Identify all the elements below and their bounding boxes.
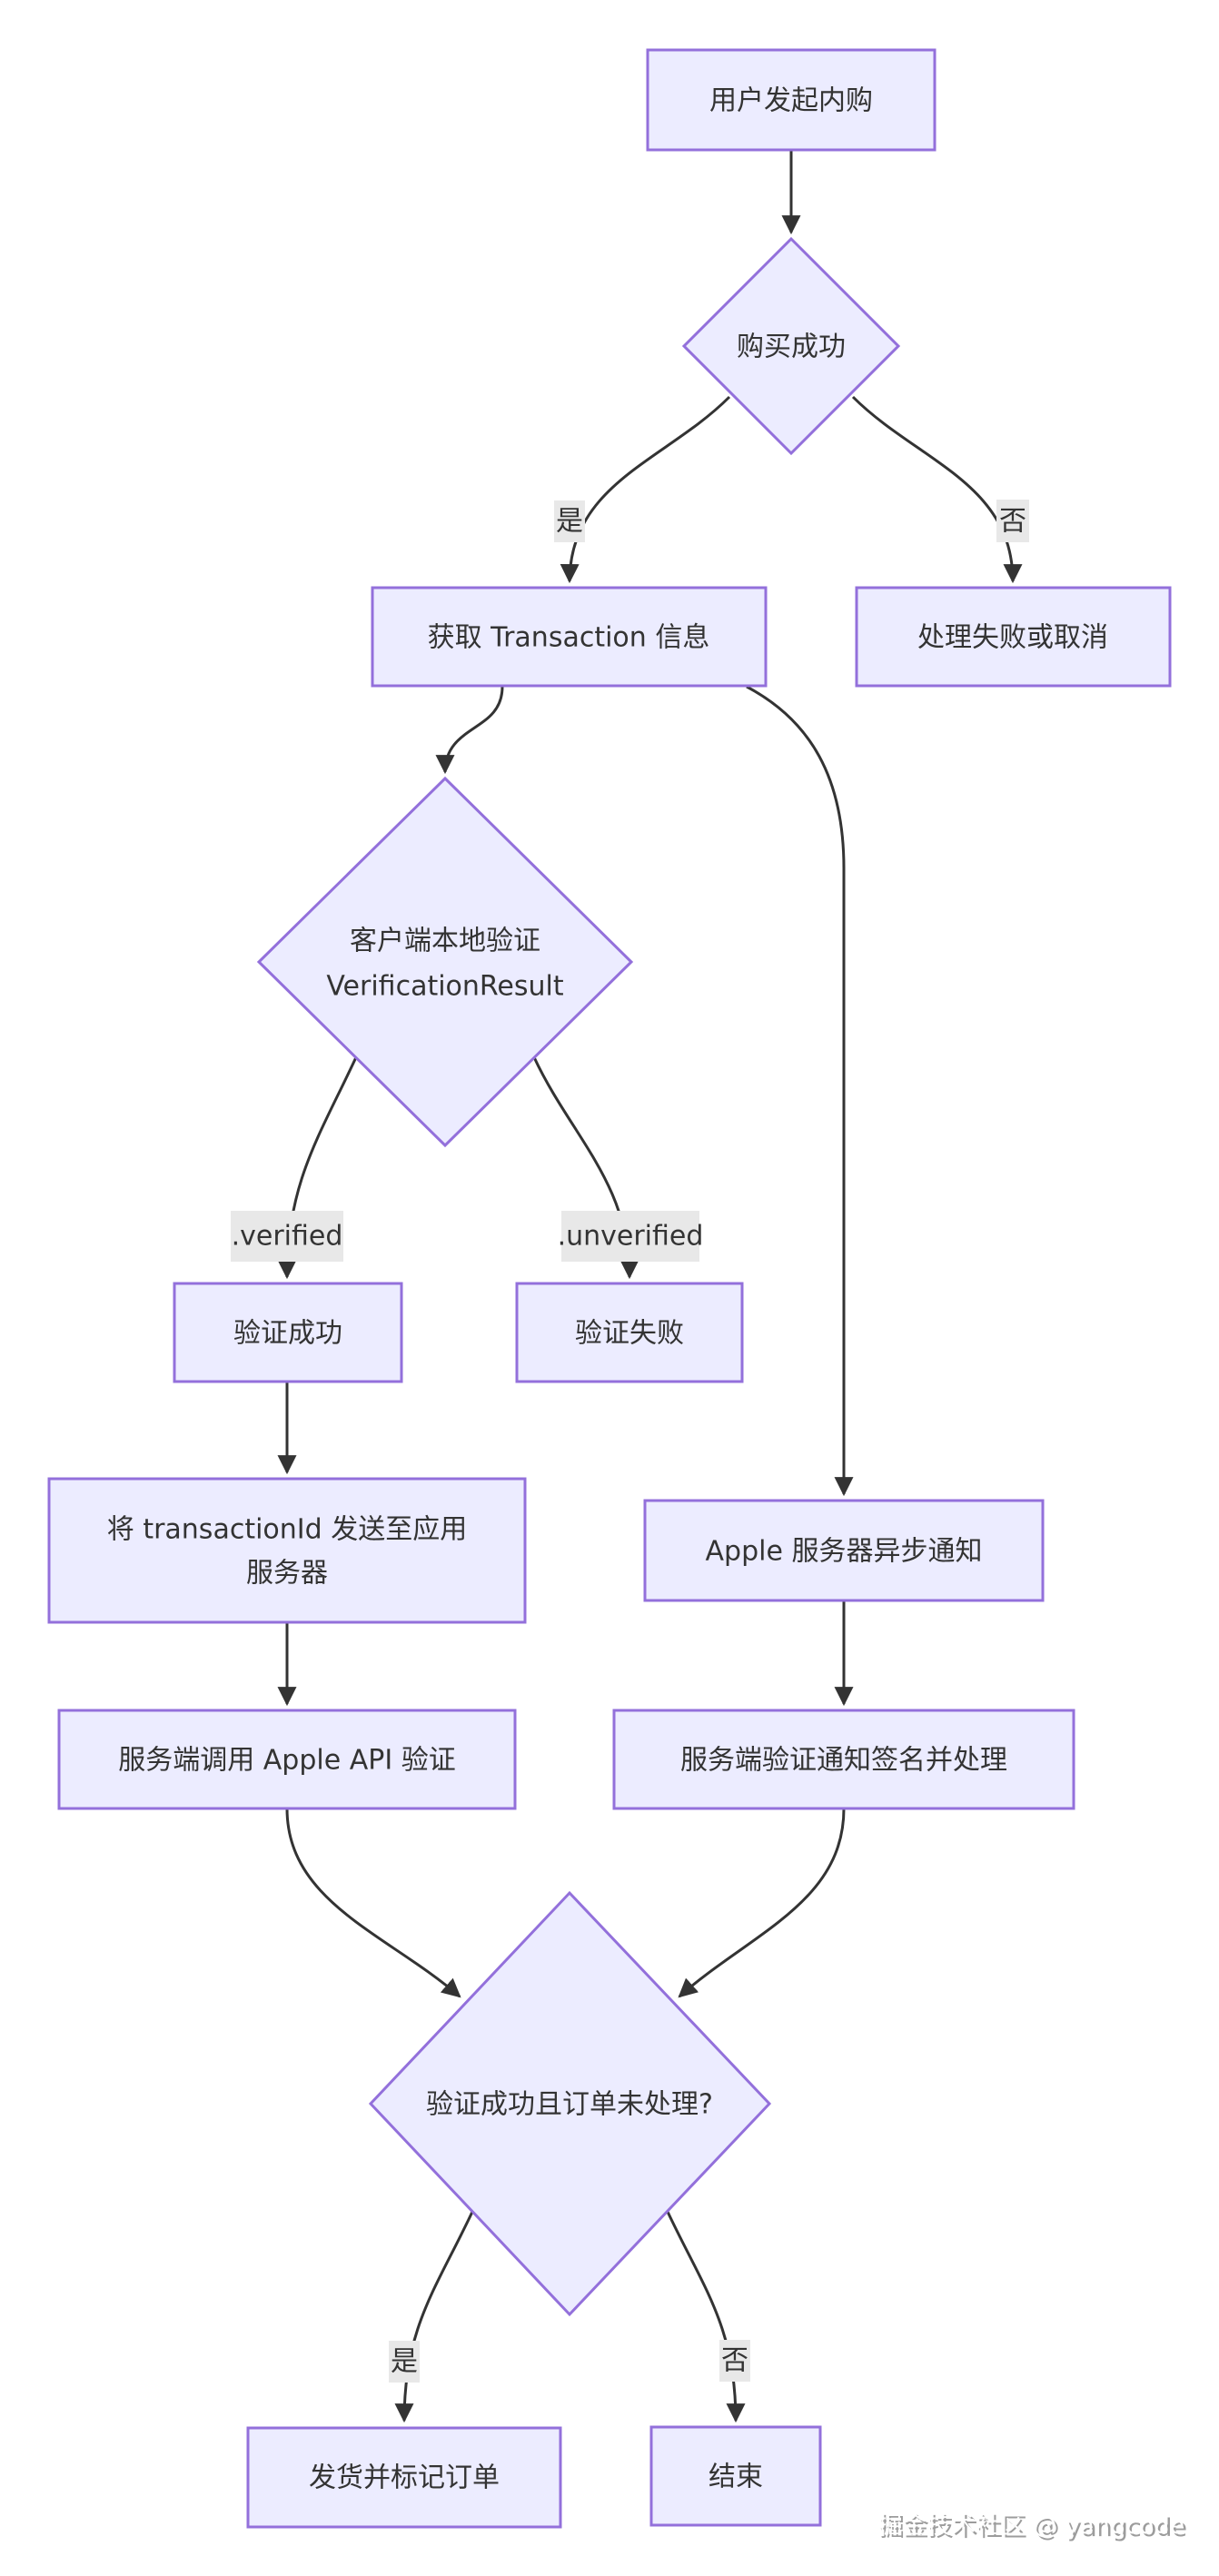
node-server-notify-verify-box [612,1709,1075,1810]
edge-get-transaction-to-client-verify [435,686,504,775]
node-send-transaction-id-label-line1: 将 transactionId 发送至应用 [107,1514,467,1546]
edge-label-yes-top: 是 [554,500,585,542]
node-start: 用户发起内购 [646,48,937,152]
node-verify-ok-label: 验证成功 [233,1318,342,1350]
node-handle-fail-box [855,586,1172,688]
node-client-verify-diamond [256,776,634,1148]
node-order-unprocessed: 验证成功且订单未处理? [368,1890,772,2317]
edge-label-no-top-text: 否 [999,506,1026,538]
node-end-label: 结束 [709,2462,763,2493]
node-order-unprocessed-label: 验证成功且订单未处理? [426,2089,713,2121]
node-verify-ok: 验证成功 [173,1282,403,1383]
node-apple-async-notify-box [643,1499,1045,1602]
edge-label-verified-bg [231,1211,343,1262]
node-start-box [646,48,937,152]
node-server-api-verify-box [57,1709,517,1810]
node-end: 结束 [649,2425,822,2527]
node-order-unprocessed-diamond [368,1890,772,2317]
edge-order-check-no-to-end [666,2211,746,2423]
edges [277,151,1023,2423]
edge-label-unverified-text: .unverified [558,1221,704,1253]
edge-label-no-bottom-text: 否 [721,2345,748,2377]
edge-label-no-bottom: 否 [719,2340,750,2382]
node-server-api-verify: 服务端调用 Apple API 验证 [57,1709,517,1810]
edge-server-notify-verify-to-order-check [678,1808,846,1998]
edge-label-no-top-bg [996,500,1029,542]
watermark-shadow-text: 掘金技术社区 @ yangcode [880,2514,1187,2542]
edge-label-no-top: 否 [996,500,1029,542]
edge-order-check-yes-to-ship [394,2211,474,2423]
node-client-verify-label-line2: VerificationResult [326,971,563,1003]
edge-label-yes-top-bg [554,500,585,542]
edge-label-yes-bottom-text: 是 [391,2346,418,2378]
node-verify-fail-label: 验证失败 [575,1318,684,1350]
node-purchase-ok-label: 购买成功 [737,332,846,363]
node-verify-fail: 验证失败 [515,1282,744,1383]
node-ship-and-mark-box [246,2426,562,2529]
node-send-transaction-id: 将 transactionId 发送至应用 服务器 [47,1477,527,1624]
edge-labels: 是 否 .verified .unverified 是 否 [231,500,1029,2383]
node-ship-and-mark-label: 发货并标记订单 [309,2462,500,2494]
edge-purchase-no-to-handle-fail [851,395,1023,584]
node-get-transaction-box [371,586,768,688]
edge-label-no-bottom-bg [719,2340,750,2382]
node-handle-fail-label: 处理失败或取消 [917,622,1108,654]
node-send-transaction-id-box [47,1477,527,1624]
node-apple-async-notify: Apple 服务器异步通知 [643,1499,1045,1602]
node-handle-fail: 处理失败或取消 [855,586,1172,688]
node-verify-fail-box [515,1282,744,1383]
watermark: 掘金技术社区 @ yangcode 掘金技术社区 @ yangcode [877,2512,1187,2542]
node-purchase-ok: 购买成功 [681,236,901,456]
edge-server-api-verify-to-order-check [285,1808,461,1998]
edge-label-verified-text: .verified [232,1221,343,1253]
node-server-notify-verify: 服务端验证通知签名并处理 [612,1709,1075,1810]
node-end-box [649,2425,822,2527]
node-client-verify: 客户端本地验证 VerificationResult [256,776,634,1148]
nodes: 用户发起内购 购买成功 获取 Transaction 信息 处理失败或取消 客户… [47,48,1172,2529]
edge-label-yes-bottom-bg [389,2341,420,2383]
node-server-api-verify-label: 服务端调用 Apple API 验证 [118,1745,455,1777]
node-purchase-ok-diamond [681,236,901,456]
edge-purchase-yes-to-get-transaction [560,395,731,584]
edge-label-unverified-bg [561,1211,699,1262]
node-verify-ok-box [173,1282,403,1383]
edge-label-verified: .verified [231,1211,343,1262]
edge-label-yes-top-text: 是 [556,506,583,538]
edge-label-yes-bottom: 是 [389,2341,420,2383]
node-client-verify-label-line1: 客户端本地验证 [350,926,540,957]
edge-label-unverified: .unverified [558,1211,704,1262]
node-get-transaction: 获取 Transaction 信息 [371,586,768,688]
node-start-label: 用户发起内购 [709,85,873,117]
node-ship-and-mark: 发货并标记订单 [246,2426,562,2529]
edge-get-transaction-to-apple-notify [746,685,854,1497]
node-get-transaction-label: 获取 Transaction 信息 [428,622,710,654]
watermark-text: 掘金技术社区 @ yangcode [877,2512,1184,2540]
node-apple-async-notify-label: Apple 服务器异步通知 [706,1536,983,1568]
node-server-notify-verify-label: 服务端验证通知签名并处理 [680,1745,1007,1777]
node-send-transaction-id-label-line2: 服务器 [246,1558,328,1590]
